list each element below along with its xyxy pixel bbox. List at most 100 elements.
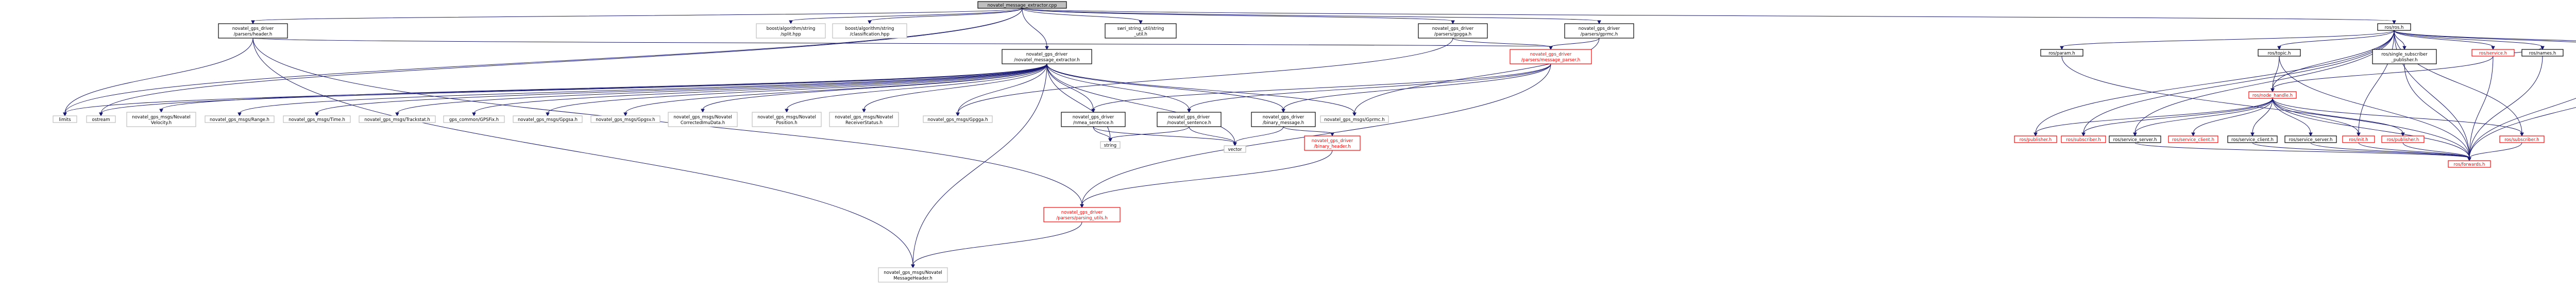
- node-gpgsa-h[interactable]: novatel_gps_msgs/Gpgsa.h: [513, 115, 583, 123]
- node-ros-init-h[interactable]: ros/init.h: [2342, 135, 2375, 143]
- node-label-line: novatel_gps_msgs/Gpgga.h: [928, 117, 988, 123]
- node-swri-string-util-h[interactable]: swri_string_util/string_util.h: [1105, 23, 1177, 39]
- edge-n_extractor_h-to-n_time: [316, 63, 1047, 114]
- edge-n_parsers_header-to-n_limits: [64, 38, 253, 114]
- node-label-line: ros/service_server.h: [2113, 137, 2157, 143]
- edge-n_extractor_h-to-n_velocity: [161, 63, 1047, 110]
- node-ros-ros-h[interactable]: ros/ros.h: [2377, 23, 2411, 31]
- edge-arrowhead: [2392, 20, 2396, 25]
- node-parsers-header-h[interactable]: novatel_gps_driver/parsers/header.h: [218, 23, 288, 39]
- node-ostream[interactable]: ostream: [86, 115, 116, 123]
- node-label-line: /classification.hpp: [850, 32, 890, 37]
- node-time-h[interactable]: novatel_gps_msgs/Time.h: [283, 115, 351, 123]
- node-boost-split-hpp[interactable]: boost/algorithm/string/split.hpp: [756, 23, 826, 39]
- edge-n_ros-to-n_topic: [2279, 30, 2395, 47]
- node-label-line: novatel_gps_msgs/Gpgsv.h: [596, 117, 655, 123]
- edge-n_service_server_b-to-n_forwards: [2310, 142, 2470, 159]
- node-label-line: /parsers/message_parser.h: [1521, 58, 1580, 63]
- node-novatel-message-extractor-cpp[interactable]: novatel_message_extractor.cpp: [977, 1, 1067, 9]
- edge-n_parsing_utils-to-n_msg_header: [912, 221, 1082, 266]
- node-label-line: MessageHeader.h: [893, 276, 933, 281]
- edge-n_this_node-to-n_forwards: [2469, 107, 2576, 159]
- node-vector[interactable]: vector: [1224, 145, 1246, 153]
- edge-n_extractor_h-to-n_msg_gprmc: [1046, 63, 1355, 114]
- node-label-line: vector: [1228, 147, 1242, 152]
- node-label-line: /nmea_sentence.h: [1073, 120, 1113, 126]
- node-gps-common-gpsfix-h[interactable]: gps_common/GPSFix.h: [443, 115, 505, 123]
- edge-arrowhead: [315, 112, 319, 117]
- edge-n_message_parser-to-n_novatel_sentence: [1189, 63, 1551, 110]
- edge-n_binary_header-to-n_parsing_utils: [1081, 150, 1333, 205]
- edge-n_parsers_header-to-n_parsing_utils: [252, 38, 1082, 205]
- node-ros-topic-h[interactable]: ros/topic.h: [2258, 49, 2301, 57]
- node-label-line: swri_string_util/string: [1117, 26, 1164, 31]
- node-limits[interactable]: limits: [53, 115, 77, 123]
- node-ros-publisher-h-b[interactable]: ros/publisher.h: [2381, 135, 2425, 143]
- node-novatel-message-extractor-h[interactable]: novatel_gps_driver/novatel_message_extra…: [1002, 49, 1092, 64]
- edge-arrowhead: [2270, 88, 2275, 93]
- edge-n_node_handle-to-n_subscriber_b: [2272, 98, 2522, 134]
- node-label-line: /novatel_sentence.h: [1167, 120, 1211, 126]
- edge-n_root-to-n_gprmc: [1022, 8, 1600, 22]
- node-msgs-gprmc-h[interactable]: novatel_gps_msgs/Gprmc.h: [1320, 115, 1389, 123]
- edge-arrowhead: [785, 109, 789, 113]
- node-label-line: novatel_gps_driver: [1026, 52, 1068, 57]
- edge-n_node_handle-to-n_publisher_a: [2035, 98, 2273, 134]
- node-ros-node-handle-h[interactable]: ros/node_handle.h: [2248, 91, 2297, 99]
- node-ros-subscriber-h-b[interactable]: ros/subscriber.h: [2499, 135, 2545, 143]
- node-ros-subscriber-h-a[interactable]: ros/subscriber.h: [2061, 135, 2106, 143]
- edge-arrowhead: [99, 112, 103, 117]
- node-binary-message-h[interactable]: novatel_gps_driver/binary_message.h: [1251, 112, 1316, 127]
- edge-n_binary_message-to-n_binary_header: [1283, 126, 1333, 134]
- node-binary-header-h[interactable]: novatel_gps_driver/binary_header.h: [1304, 135, 1361, 151]
- edge-n_node_handle-to-n_forwards: [2272, 98, 2470, 159]
- node-trackstat-h[interactable]: novatel_gps_msgs/Trackstat.h: [359, 115, 436, 123]
- node-novatel-corrected-imu-data-h[interactable]: novatel_gps_msgs/NovatelCorrectedImuData…: [668, 112, 738, 127]
- node-ros-publisher-h-a[interactable]: ros/publisher.h: [2014, 135, 2057, 143]
- node-label-line: ros/subscriber.h: [2066, 137, 2100, 143]
- node-range-h[interactable]: novatel_gps_msgs/Range.h: [205, 115, 275, 123]
- edge-arrowhead: [2250, 132, 2255, 137]
- node-parsers-gpgga-h[interactable]: novatel_gps_driver/parsers/gpgga.h: [1418, 23, 1488, 39]
- node-ros-single-subscriber-publisher-h[interactable]: ros/single_subscriber_publisher.h: [2372, 49, 2437, 64]
- node-gpgsv-h[interactable]: novatel_gps_msgs/Gpgsv.h: [590, 115, 660, 123]
- node-ros-service-client-h-a[interactable]: ros/service_client.h: [2168, 135, 2218, 143]
- node-ros-service-server-h-a[interactable]: ros/service_server.h: [2109, 135, 2161, 143]
- node-label-line: limits: [59, 117, 71, 123]
- node-novatel-sentence-h[interactable]: novatel_gps_driver/nmea_sentence.h: [1061, 112, 1126, 127]
- node-label-line: /split.hpp: [781, 32, 801, 37]
- node-ros-param-h[interactable]: ros/param.h: [2040, 49, 2083, 57]
- node-ros-names-h[interactable]: ros/names.h: [2521, 49, 2564, 57]
- edge-arrowhead: [2357, 132, 2361, 137]
- edge-n_root-to-n_boost_class: [869, 8, 1023, 22]
- edge-n_ros-to-n_param: [2061, 30, 2395, 47]
- edge-arrowhead: [701, 109, 705, 113]
- node-ros-service-h[interactable]: ros/service.h: [2471, 49, 2515, 57]
- edge-n_extractor_h-to-n_trackstat: [397, 63, 1047, 114]
- node-label-line: Velocity.h: [151, 120, 172, 126]
- edge-arrowhead: [1091, 109, 1095, 113]
- node-ros-service-server-h-b[interactable]: ros/service_server.h: [2284, 135, 2337, 143]
- node-boost-classification-hpp[interactable]: boost/algorithm/string/classification.hp…: [832, 23, 907, 39]
- node-ros-service-client-h-b[interactable]: ros/service_client.h: [2227, 135, 2278, 143]
- node-parsers-message-parser-h[interactable]: novatel_gps_driver/parsers/message_parse…: [1510, 49, 1592, 64]
- edge-arrowhead: [2191, 132, 2195, 137]
- node-nmea-sentence-h[interactable]: novatel_gps_driver/novatel_sentence.h: [1157, 112, 1222, 127]
- edge-arrowhead: [63, 112, 67, 117]
- edge-arrowhead: [1281, 109, 1285, 113]
- edge-arrowhead: [1233, 142, 1237, 147]
- node-parsers-gprmc-h[interactable]: novatel_gps_driver/parsers/gprmc.h: [1564, 23, 1634, 39]
- node-label-line: novatel_gps_driver: [1579, 26, 1620, 31]
- edge-n_extractor_h-to-n_range: [239, 63, 1047, 114]
- node-label-line: /parsers/gpgga.h: [1434, 32, 1471, 37]
- node-string[interactable]: string: [1100, 141, 1121, 149]
- node-parsers-parsing-utils-h[interactable]: novatel_gps_driver/parsers/parsing_utils…: [1043, 207, 1121, 222]
- edge-n_extractor_h-to-n_gpsfix: [473, 63, 1047, 114]
- node-msgs-gpgga-h[interactable]: novatel_gps_msgs/Gpgga.h: [923, 115, 993, 123]
- edge-arrowhead: [1108, 138, 1112, 143]
- node-ros-forwards-h[interactable]: ros/forwards.h: [2448, 160, 2491, 168]
